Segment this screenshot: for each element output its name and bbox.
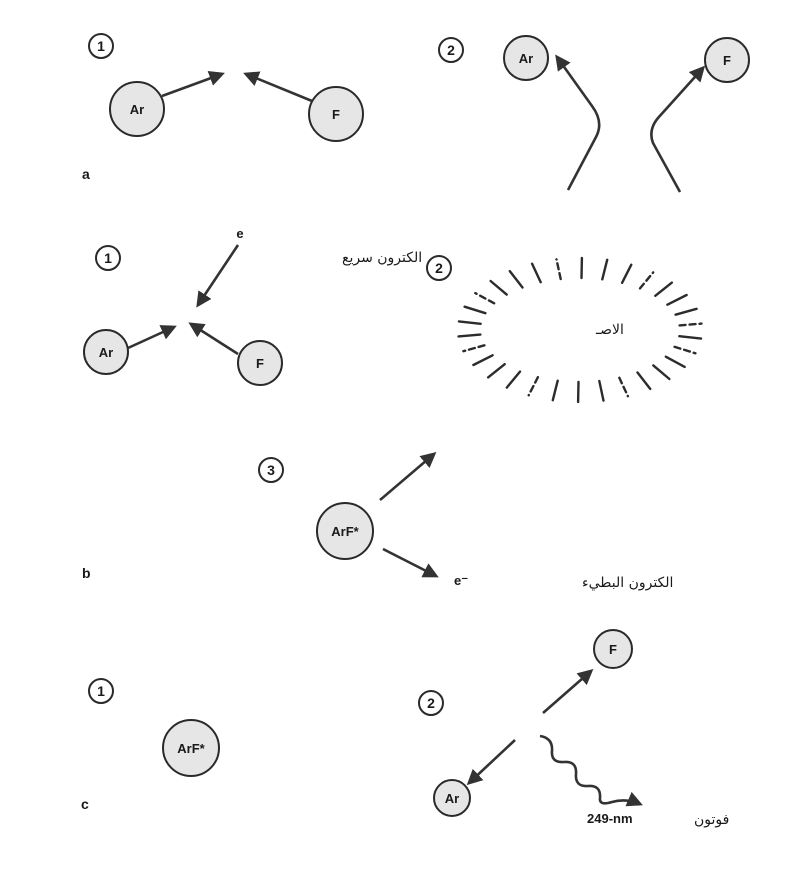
burst-ray [532, 264, 541, 282]
atom-label-ar: Ar [519, 51, 533, 66]
fast-electron-label: الكترون سريع [342, 250, 422, 266]
burst-ray [679, 336, 701, 338]
burst-ray [653, 365, 669, 379]
atom-label-f: F [332, 107, 340, 122]
panel-label-c: c [81, 796, 89, 812]
photon-wave-arrow [540, 736, 640, 804]
burst-ray [507, 372, 520, 388]
atom-label-ar: Ar [99, 345, 113, 360]
step-number: 2 [427, 695, 435, 711]
burst-ray [465, 307, 486, 314]
slow-electron-arrow [383, 549, 436, 576]
panel-c-step-1: 1 ArF* [89, 679, 219, 776]
f-motion-arrow [191, 324, 238, 354]
fast-electron-arrow [198, 245, 238, 305]
burst-ray [675, 347, 696, 354]
panel-label-b: b [82, 565, 91, 581]
burst-ray [599, 381, 603, 401]
molecule-label: ArF* [331, 524, 359, 539]
collision-label: الاصـ [595, 322, 624, 338]
ar-motion-arrow [128, 327, 174, 348]
step-number: 1 [97, 683, 105, 699]
step-number: 3 [267, 462, 275, 478]
panel-a-step-2: 2 Ar F [439, 36, 749, 192]
panel-b-step-3: 3 ArF* e⁻ الكترون البطيء [259, 454, 673, 591]
burst-ray [553, 381, 558, 401]
step-number: 1 [104, 250, 112, 266]
panel-c: 1 ArF* 2 F Ar 249-nm فوتون c [81, 630, 729, 828]
panel-c-step-2: 2 F Ar 249-nm فوتون [419, 630, 729, 828]
panel-b-step-2: 2 الاصـ [427, 256, 702, 402]
burst-ray [602, 260, 607, 280]
atom-label-ar: Ar [130, 102, 144, 117]
step-number: 2 [447, 42, 455, 58]
burst-ray [529, 377, 538, 395]
collision-burst [459, 258, 702, 402]
photon-wavelength: 249-nm [587, 811, 633, 826]
electron-symbol: e [236, 226, 243, 241]
burst-ray [666, 357, 685, 367]
step-number: 1 [97, 38, 105, 54]
panel-a-step-1: 1 Ar F [89, 34, 363, 141]
ar-departure-arrow [469, 740, 515, 783]
burst-ray [619, 378, 628, 396]
molecule-label: ArF* [177, 741, 205, 756]
ar-deflection-path [557, 57, 599, 190]
burst-ray [463, 345, 484, 351]
burst-ray [655, 283, 672, 296]
burst-ray [667, 295, 686, 305]
electron-symbol: e⁻ [454, 573, 468, 588]
atom-label-f: F [256, 356, 264, 371]
panel-label-a: a [82, 166, 90, 182]
burst-ray [459, 321, 481, 323]
burst-ray [473, 355, 492, 365]
burst-ray [640, 272, 653, 288]
burst-ray [680, 324, 702, 326]
panel-a: 1 Ar F 2 Ar F a [82, 34, 749, 192]
step-number: 2 [435, 260, 443, 276]
atom-label-ar: Ar [445, 791, 459, 806]
ar-motion-arrow [162, 74, 222, 96]
burst-ray [622, 265, 631, 283]
burst-ray [491, 281, 507, 295]
f-departure-arrow [543, 671, 591, 713]
product-arrow-up [380, 454, 434, 500]
f-deflection-path [651, 68, 703, 192]
burst-ray [557, 259, 561, 279]
burst-ray [475, 293, 494, 303]
panel-b: 1 e الكترون سريع Ar F 2 الاصـ 3 ArF [82, 226, 702, 591]
burst-ray [676, 309, 697, 315]
burst-ray [459, 335, 481, 337]
atom-label-f: F [609, 642, 617, 657]
photon-label: فوتون [694, 812, 729, 828]
panel-b-step-1: 1 e الكترون سريع Ar F [84, 226, 422, 385]
burst-ray [638, 373, 651, 389]
f-motion-arrow [246, 74, 312, 101]
burst-ray [488, 364, 505, 377]
atom-label-f: F [723, 53, 731, 68]
slow-electron-label: الكترون البطيء [582, 575, 673, 591]
burst-ray [510, 271, 523, 287]
